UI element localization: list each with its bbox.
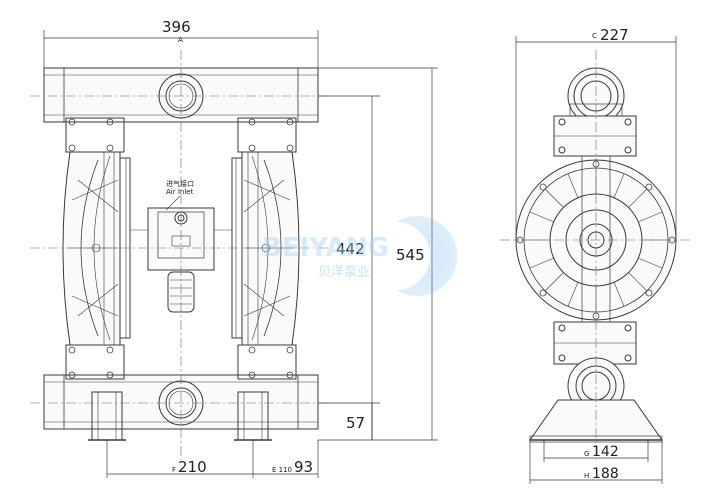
dim-width-total: 396: [162, 18, 191, 36]
brand-watermark: BEIYANG 贝洋泵业: [262, 216, 458, 297]
side-dimension-lines: [515, 36, 677, 484]
watermark-logo-icon: [396, 216, 458, 297]
dim-side-width: 227: [600, 26, 629, 44]
dim-height-mid: 442: [336, 240, 365, 258]
dim-foot-inner: 142: [592, 444, 619, 460]
front-dimension-lines: [43, 30, 438, 478]
dim-base-width-marker: F: [172, 466, 176, 474]
watermark-brand-en: BEIYANG: [262, 233, 389, 263]
dim-width-marker: A: [178, 36, 183, 44]
dim-outlet-offset: 93: [294, 458, 313, 476]
watermark-brand-cn: 贝洋泵业: [318, 265, 370, 280]
dim-foot-outer-marker: H: [584, 472, 589, 480]
air-inlet-label-cn: 进气接口: [166, 179, 194, 188]
dim-outlet-offset-marker: E 110: [272, 466, 292, 474]
dim-base-width: 210: [178, 458, 207, 476]
dim-foot-outer: 188: [592, 466, 619, 482]
dim-bottom-height: 57: [346, 414, 365, 432]
front-centerlines: [30, 50, 330, 460]
dim-height-total: 545: [396, 246, 425, 264]
air-inlet-label-en: Air Inlet: [166, 188, 194, 196]
dim-foot-inner-marker: G: [584, 450, 589, 458]
dim-side-width-marker: C: [592, 32, 597, 40]
side-centerlines: [500, 50, 692, 460]
